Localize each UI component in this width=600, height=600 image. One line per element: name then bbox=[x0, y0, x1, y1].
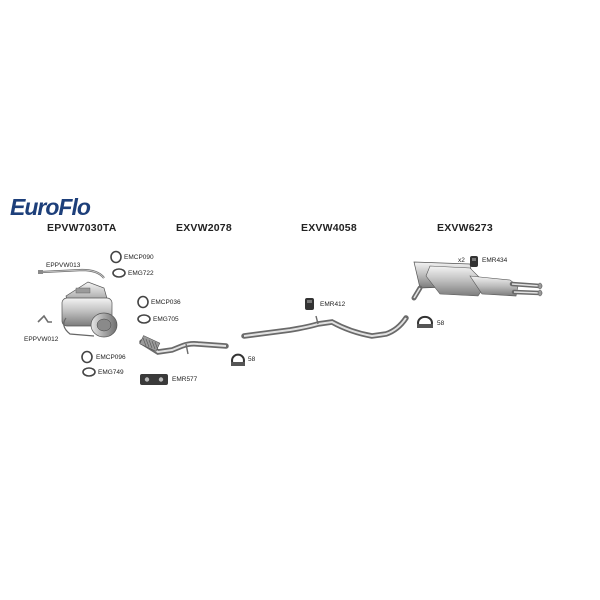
logo-text-accent: Flo bbox=[58, 194, 90, 220]
rear-silencer-exvw6273 bbox=[411, 261, 543, 301]
label-emr434: EMR434 bbox=[482, 257, 508, 264]
label-emg705: EMG705 bbox=[153, 316, 179, 323]
label-eppvw012: EPPVW012 bbox=[24, 336, 59, 343]
kit-title-center-pipe: EXVW4058 bbox=[301, 222, 357, 234]
label-clamp-58-front: 58 bbox=[248, 356, 256, 363]
gasket-emg705 bbox=[137, 314, 151, 324]
clamp-58-front bbox=[231, 353, 245, 366]
sensor-pipe-epvw012 bbox=[37, 314, 52, 323]
label-emg749: EMG749 bbox=[98, 369, 124, 376]
label-emcp096: EMCP096 bbox=[96, 354, 126, 361]
kit-title-dpf: EPVW7030TA bbox=[47, 222, 117, 234]
logo-text-main: Euro bbox=[10, 194, 59, 220]
euroflo-logo: EuroFlo bbox=[10, 194, 91, 221]
gasket-emg749 bbox=[82, 367, 96, 377]
front-pipe-exvw2078 bbox=[139, 335, 229, 355]
label-emcp036: EMCP036 bbox=[151, 299, 181, 306]
dpf-unit bbox=[61, 281, 118, 338]
label-emcp090: EMCP090 bbox=[124, 254, 154, 261]
label-emg722: EMG722 bbox=[128, 270, 154, 277]
center-pipe-exvw4058 bbox=[241, 315, 409, 339]
mount-emr434 bbox=[470, 256, 478, 267]
clamp-emcp036 bbox=[137, 295, 149, 309]
sensor-pipe-epvw013 bbox=[38, 268, 105, 279]
kit-title-rear-silencer: EXVW6273 bbox=[437, 222, 493, 234]
label-x2: x2 bbox=[458, 257, 465, 264]
mount-emr412 bbox=[305, 298, 314, 310]
mount-emr577 bbox=[140, 374, 168, 385]
clamp-emcp096 bbox=[81, 350, 93, 364]
label-emr577: EMR577 bbox=[172, 376, 198, 383]
kit-title-front-pipe: EXVW2078 bbox=[176, 222, 232, 234]
label-eppvw013: EPPVW013 bbox=[46, 262, 81, 269]
label-clamp-58-rear: 58 bbox=[437, 320, 445, 327]
clamp-emcp090 bbox=[110, 250, 122, 264]
gasket-emg722 bbox=[112, 268, 126, 278]
clamp-58-rear bbox=[417, 315, 433, 328]
label-emr412: EMR412 bbox=[320, 301, 346, 308]
